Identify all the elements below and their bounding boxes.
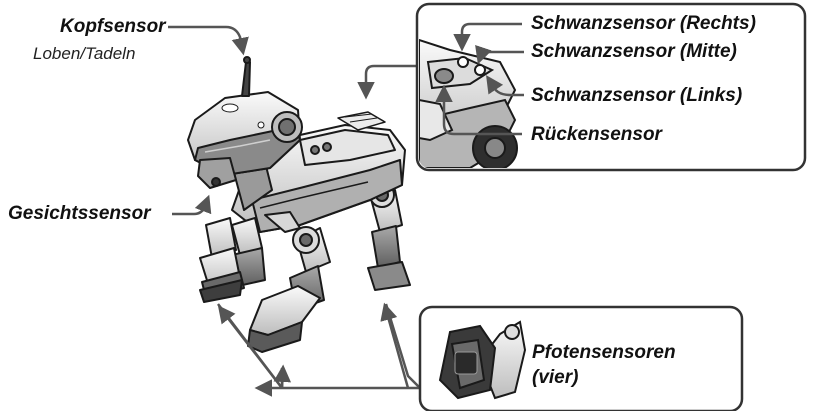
tail-right-leader: [453, 22, 522, 52]
back-sensor-label: Rückensensor: [531, 124, 662, 145]
head-sensor-label: Kopfsensor: [60, 16, 166, 37]
front-leg-left: [199, 217, 245, 303]
paw-sensors-label: Pfotensensoren: [532, 342, 676, 363]
paw-sensors-count: (vier): [532, 367, 579, 388]
robot-dog-head: [187, 56, 303, 189]
tail-left-label: Schwanzsensor (Links): [531, 85, 743, 106]
tail-left-leader: [486, 75, 524, 97]
head-sensor-sublabel: Loben/Tadeln: [33, 44, 136, 63]
back-sensor-leader: [357, 64, 416, 100]
paw-sensor-inset: [418, 305, 744, 411]
tail-middle-leader: [475, 44, 524, 65]
face-sensor-leader: [172, 194, 212, 216]
robot-dog-illustration: [187, 56, 411, 353]
back-sensor-inset-leader: [435, 84, 522, 136]
tail-sensor-inset: [415, 2, 807, 172]
inset-leaders: [435, 22, 524, 136]
head-sensor-leader: [168, 25, 249, 56]
tail-middle-label: Schwanzsensor (Mitte): [531, 41, 737, 62]
tail-right-label: Schwanzsensor (Rechts): [531, 13, 756, 34]
hind-leg-left: [247, 226, 331, 353]
face-sensor-label: Gesichtssensor: [8, 203, 151, 224]
callout-lines: [168, 25, 421, 388]
paw-closeup: [438, 320, 527, 400]
